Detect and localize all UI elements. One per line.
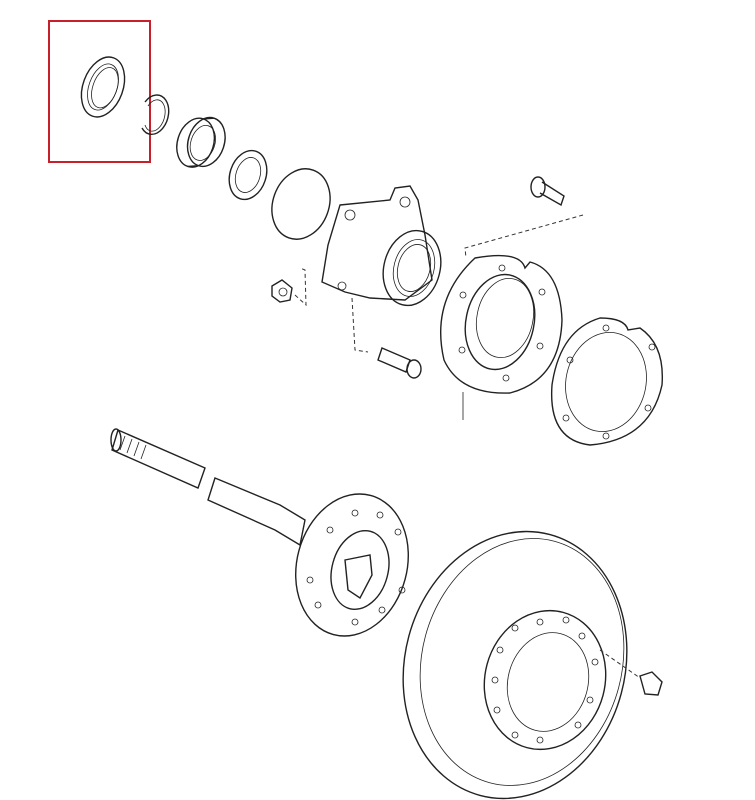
bearing-retainer[interactable] <box>223 146 273 205</box>
wheel-nut[interactable] <box>639 671 663 696</box>
bolt-upper[interactable] <box>530 176 565 207</box>
axle-flange[interactable] <box>280 481 424 649</box>
o-ring[interactable] <box>262 161 339 248</box>
bearing[interactable] <box>171 110 231 176</box>
axle-shaft[interactable] <box>110 428 306 547</box>
gasket[interactable] <box>550 317 664 446</box>
oil-seal[interactable] <box>74 51 133 123</box>
backing-plate[interactable] <box>440 254 563 420</box>
axle-bearing-housing[interactable] <box>321 185 449 312</box>
snap-ring[interactable] <box>141 94 170 135</box>
hub-bolt[interactable] <box>377 347 422 379</box>
highlight-box[interactable] <box>48 20 151 163</box>
brake-disc-rotor[interactable] <box>374 506 656 800</box>
hub-nut[interactable] <box>271 279 293 303</box>
